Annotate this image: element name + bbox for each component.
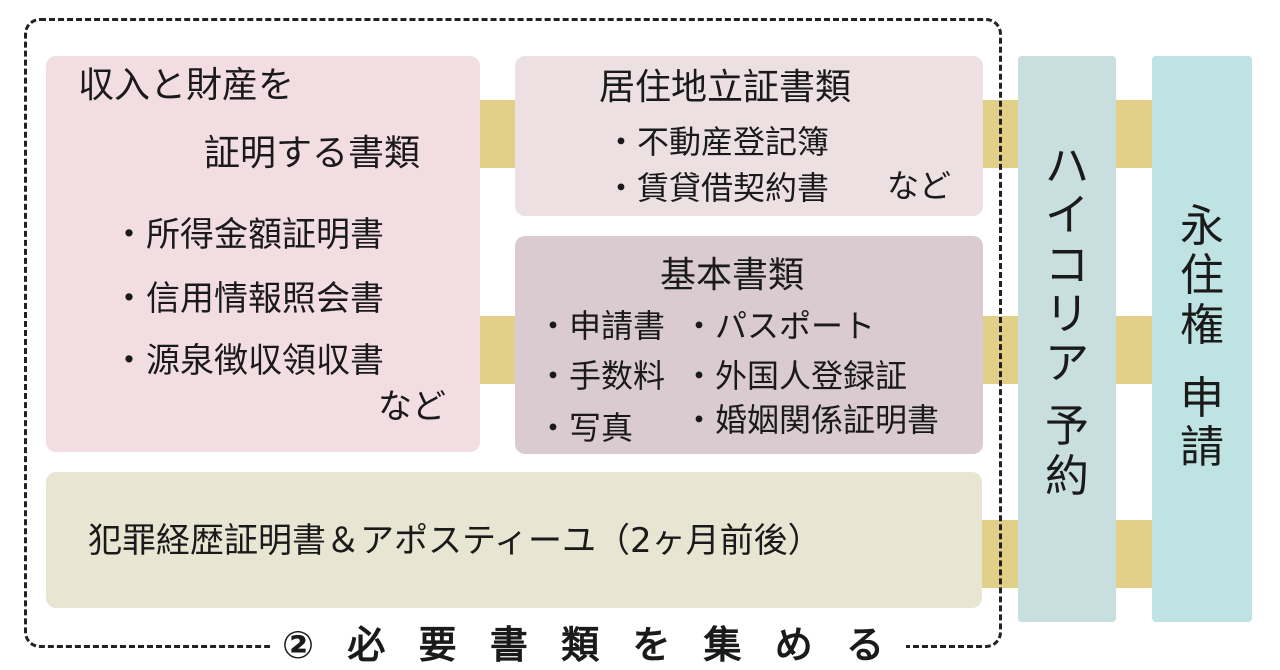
residence-item: ・不動産登記簿 bbox=[605, 123, 830, 161]
residence-title: 居住地立証書類 bbox=[599, 67, 852, 108]
criminal-record-label: 犯罪経歴証明書＆アポスティーユ（2ヶ月前後） bbox=[88, 521, 822, 561]
permanent-residency-box: 永 住 権 申 請 bbox=[1152, 56, 1252, 622]
highcoria-char: 予 bbox=[1045, 401, 1089, 453]
basic-right-item: ・外国人登録証 bbox=[683, 357, 908, 395]
highcoria-char: ハ bbox=[1045, 141, 1089, 192]
residence-documents-box: 居住地立証書類 ・不動産登記簿 ・賃貸借契約書 など bbox=[515, 56, 983, 216]
basic-left-item: ・写真 bbox=[537, 409, 634, 447]
residence-item: ・賃貸借契約書 bbox=[605, 169, 830, 207]
collect-documents-frame bbox=[24, 18, 1002, 648]
connector-highcoria-permanent-top bbox=[1110, 100, 1160, 168]
income-item: ・源泉徴収領収書 bbox=[112, 341, 384, 381]
basic-left-item: ・申請書 bbox=[537, 307, 666, 345]
income-item: ・信用情報照会書 bbox=[112, 279, 384, 319]
income-documents-box: 収入と財産を 証明する書類 ・所得金額証明書 ・信用情報照会書 ・源泉徴収領収書… bbox=[46, 56, 480, 452]
permanent-char: 請 bbox=[1180, 422, 1224, 474]
permanent-char: 申 bbox=[1180, 372, 1224, 424]
permanent-char: 住 bbox=[1180, 250, 1224, 302]
highcoria-char: コ bbox=[1045, 239, 1089, 291]
highcoria-reservation-box: ハ イ コ リ ア 予 約 bbox=[1018, 56, 1116, 622]
basic-left-item: ・手数料 bbox=[537, 357, 666, 395]
income-item: ・所得金額証明書 bbox=[112, 215, 384, 255]
income-title-line1: 収入と財産を bbox=[78, 65, 295, 106]
criminal-record-box: 犯罪経歴証明書＆アポスティーユ（2ヶ月前後） bbox=[46, 472, 982, 608]
income-title-line2: 証明する書類 bbox=[204, 133, 421, 174]
highcoria-char: リ bbox=[1045, 288, 1089, 340]
income-suffix: など bbox=[378, 387, 446, 427]
connector-highcoria-permanent-mid bbox=[1110, 316, 1160, 384]
connector-highcoria-permanent-bottom bbox=[1110, 520, 1160, 588]
permanent-char: 権 bbox=[1180, 299, 1224, 351]
residence-suffix: など bbox=[887, 167, 952, 205]
basic-title: 基本書類 bbox=[660, 255, 805, 296]
highcoria-char: ア bbox=[1045, 338, 1089, 390]
frame-label: ② 必 要 書 類 を 集 め る bbox=[270, 620, 907, 670]
highcoria-char: イ bbox=[1045, 190, 1089, 242]
basic-right-item: ・婚姻関係証明書 bbox=[683, 401, 940, 439]
highcoria-char bbox=[1045, 388, 1089, 402]
basic-right-item: ・パスポート bbox=[683, 307, 876, 345]
permanent-char bbox=[1180, 350, 1224, 374]
highcoria-char: 約 bbox=[1045, 450, 1089, 502]
permanent-char: 永 bbox=[1180, 201, 1224, 252]
basic-documents-box: 基本書類 ・申請書 ・手数料 ・写真 ・パスポート ・外国人登録証 ・婚姻関係証… bbox=[515, 236, 983, 454]
